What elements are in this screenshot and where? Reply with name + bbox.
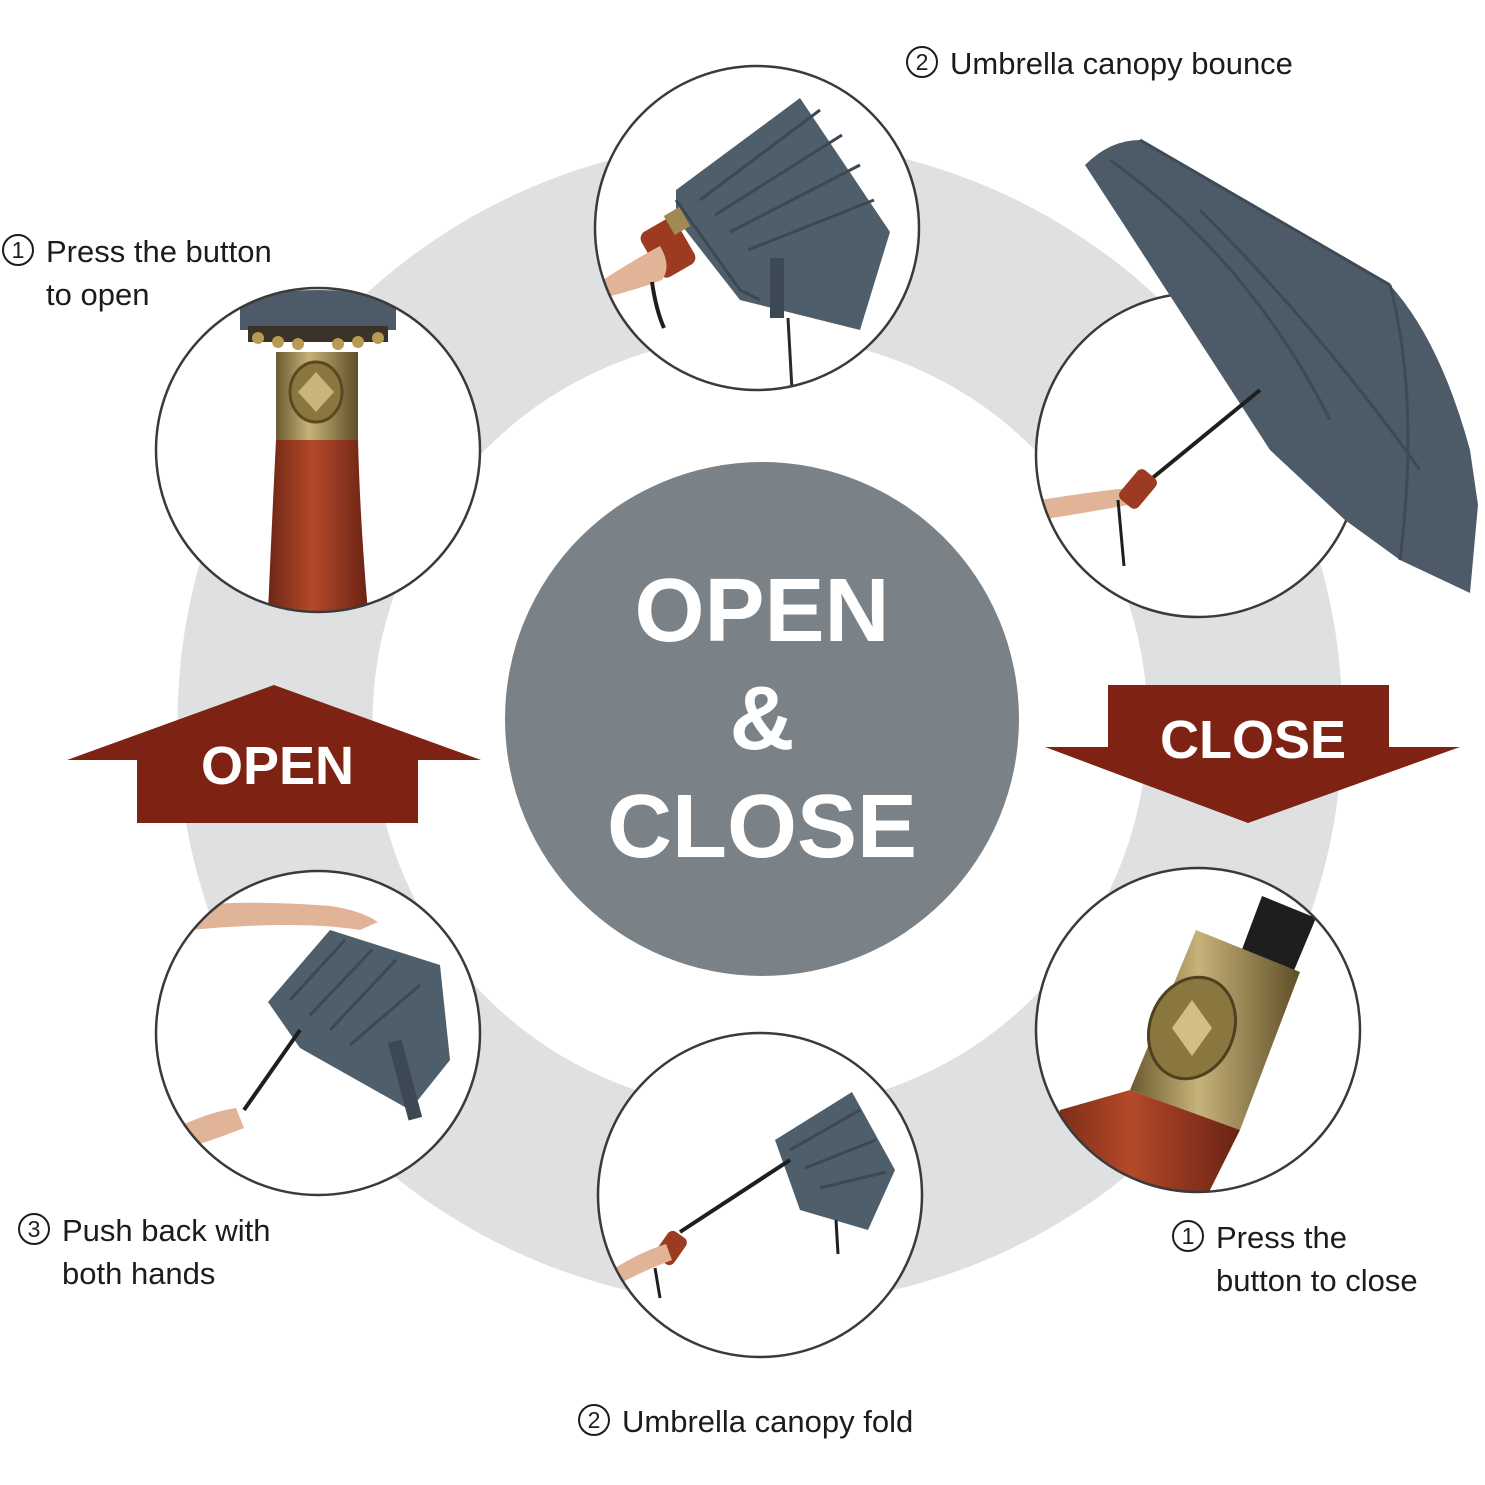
photo-canopy-bounce — [593, 64, 921, 392]
close-arrow-label: CLOSE — [1159, 710, 1347, 770]
photo-press-to-open — [154, 286, 482, 614]
open-arrow-label: OPEN — [200, 736, 355, 796]
step-push-back: 3 Push back with both hands — [18, 1209, 271, 1295]
close-arrow — [1045, 685, 1460, 823]
step-canopy-bounce: 2 Umbrella canopy bounce — [906, 42, 1293, 85]
step-text: to open — [46, 277, 150, 312]
step-number-badge: 2 — [578, 1404, 610, 1436]
step-text: Press the button — [46, 234, 272, 269]
step-number-badge: 1 — [1172, 1220, 1204, 1252]
step-text: Push back with — [62, 1213, 271, 1248]
step-text: Umbrella canopy fold — [622, 1404, 914, 1439]
step-press-to-close: 1 Press the button to close — [1172, 1216, 1418, 1302]
photo-push-back — [154, 869, 482, 1197]
step-text: Press the — [1216, 1220, 1347, 1255]
step-press-to-open: 1 Press the button to open — [2, 230, 272, 316]
center-circle — [505, 462, 1019, 976]
open-arrow — [67, 685, 481, 823]
photo-press-to-close — [1034, 866, 1362, 1194]
step-text: both hands — [62, 1256, 216, 1291]
photo-open-umbrella — [1034, 138, 1478, 619]
step-canopy-fold: 2 Umbrella canopy fold — [578, 1400, 913, 1443]
step-number-badge: 3 — [18, 1213, 50, 1245]
step-text: button to close — [1216, 1263, 1418, 1298]
step-text: Umbrella canopy bounce — [950, 46, 1293, 81]
photo-canopy-fold — [596, 1031, 924, 1359]
step-number-badge: 2 — [906, 46, 938, 78]
step-number-badge: 1 — [2, 234, 34, 266]
